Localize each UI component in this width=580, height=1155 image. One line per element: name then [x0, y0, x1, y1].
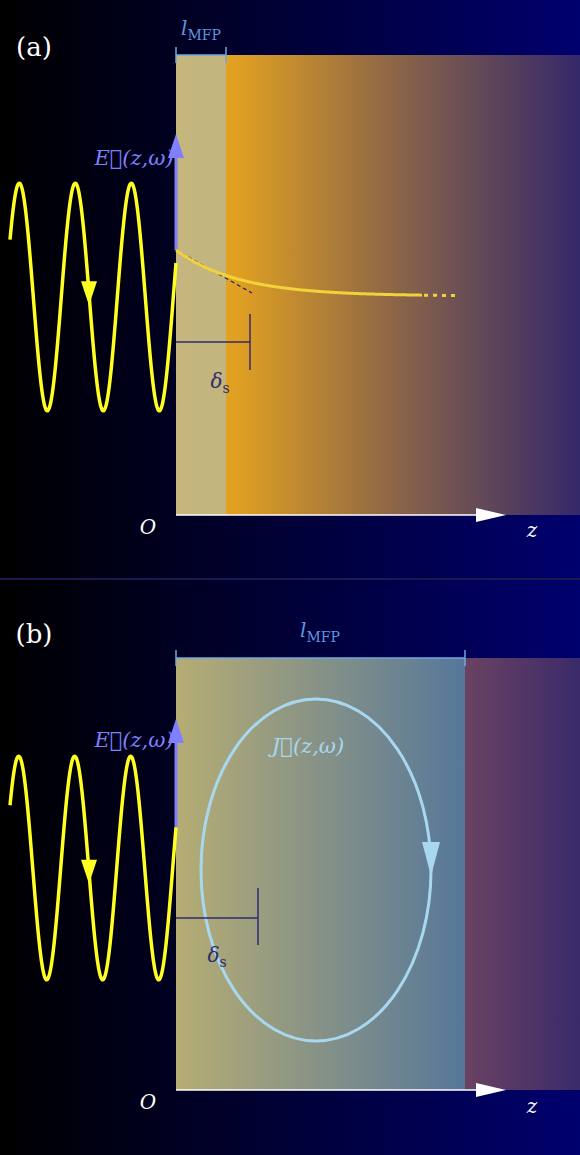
- panel-background: [0, 580, 580, 1155]
- mfp-bracket: [176, 54, 226, 56]
- field-vector: [175, 735, 178, 828]
- skin-depth-label: δs: [207, 945, 226, 968]
- mfp-region: [176, 658, 465, 1090]
- z-axis: [176, 1089, 485, 1091]
- origin-label: O: [140, 1092, 156, 1112]
- wave-arrowhead: [81, 281, 97, 305]
- skin-depth-bracket: [176, 341, 250, 343]
- axis-arrowhead: [476, 508, 506, 522]
- decay-curve: [176, 250, 422, 295]
- skin-depth-bracket: [257, 888, 259, 945]
- field-vector: [175, 150, 178, 250]
- panel-label: (b): [16, 621, 53, 647]
- metal-slab: [176, 55, 580, 515]
- mfp-bracket: [175, 47, 177, 63]
- decay-curve-tail: [424, 294, 458, 297]
- panel-label: (a): [16, 34, 52, 60]
- axis-arrowhead: [476, 1083, 506, 1097]
- axis-label: z: [527, 1096, 538, 1116]
- z-axis: [176, 514, 485, 516]
- skin-depth-bracket: [176, 917, 258, 919]
- wave-arrowhead: [81, 860, 97, 884]
- panel-background: [0, 0, 580, 578]
- mfp-bracket: [464, 650, 466, 666]
- metal-slab: [465, 658, 580, 1090]
- field-label: E⃗(z,ω): [94, 148, 173, 169]
- mfp-bracket: [175, 650, 177, 666]
- incident-wave: [10, 183, 176, 411]
- mfp-label: lMFP: [300, 620, 340, 643]
- axis-label: z: [527, 520, 538, 540]
- current-loop: [201, 699, 431, 1041]
- skin-depth-bracket: [249, 314, 251, 370]
- mfp-bracket: [176, 657, 465, 659]
- origin-label: O: [140, 517, 156, 537]
- mfp-region: [176, 55, 226, 515]
- mfp-label: lMFP: [181, 18, 221, 41]
- current-label: J⃗(z,ω): [272, 736, 344, 757]
- panel-divider: [0, 578, 580, 580]
- incident-wave: [10, 756, 176, 980]
- current-arrowhead: [422, 842, 440, 876]
- skin-depth-label: δs: [210, 371, 229, 394]
- mfp-bracket: [225, 47, 227, 63]
- field-label: E⃗(z,ω): [94, 730, 173, 751]
